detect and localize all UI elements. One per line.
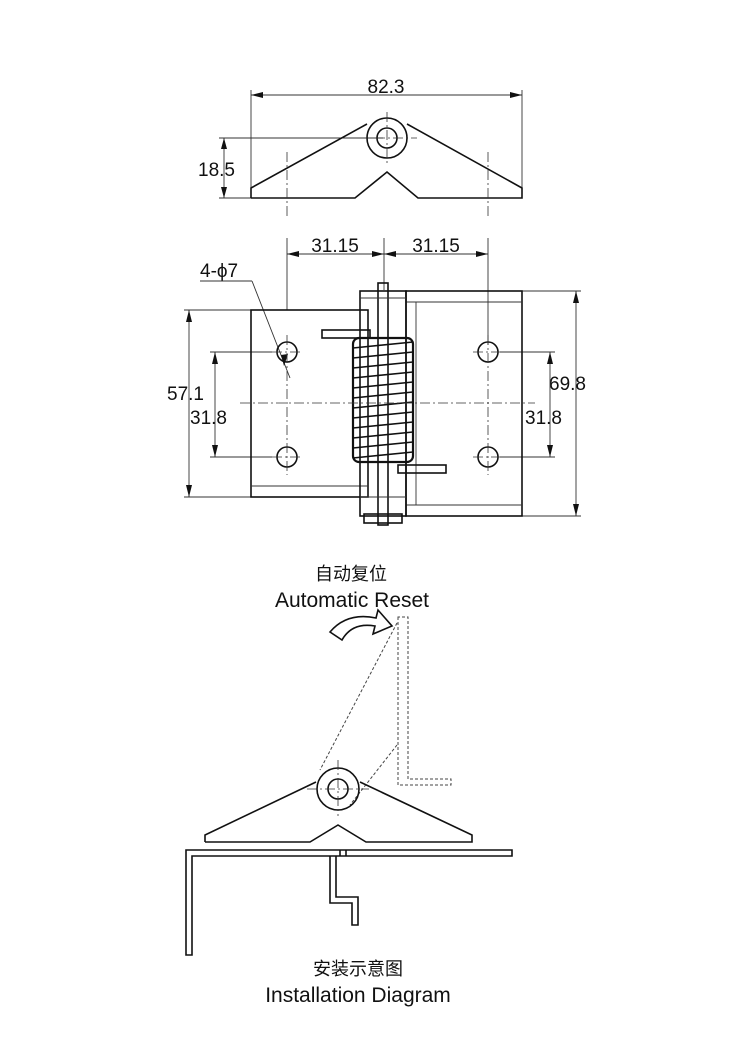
install-caption-chinese: 安装示意图 — [313, 959, 403, 980]
arrowhead — [476, 251, 488, 257]
spring-body — [351, 336, 415, 464]
front-view: 31.15 31.15 4-ϕ7 57.1 31.8 69.8 31.8 — [167, 236, 586, 526]
hole-spacing-left: 31.15 — [311, 236, 359, 257]
arrowhead — [573, 291, 579, 303]
arrowhead — [212, 352, 218, 364]
spring-tang-top — [321, 329, 371, 339]
hole-pitch-left: 31.8 — [190, 408, 227, 429]
installation-diagram — [185, 608, 513, 956]
arrowhead — [510, 92, 522, 98]
left-leaf — [250, 309, 369, 498]
arrowhead — [186, 485, 192, 497]
arrowhead — [547, 445, 553, 457]
arrowhead — [281, 354, 288, 366]
arrowhead — [221, 138, 227, 149]
top-height-dimension: 18.5 — [198, 160, 235, 181]
arrowhead — [186, 310, 192, 322]
spring-tang-bottom — [397, 464, 447, 474]
arrowhead — [221, 187, 227, 198]
hinge-profile — [204, 781, 473, 843]
hole-spacing-right: 31.15 — [412, 236, 460, 257]
spring-coils — [352, 341, 414, 459]
top-width-dimension: 82.3 — [368, 77, 405, 98]
function-caption-chinese: 自动复位 — [315, 564, 387, 585]
arrowhead — [573, 504, 579, 516]
arrowhead — [251, 92, 263, 98]
overall-height-left: 57.1 — [167, 384, 204, 405]
arrowhead — [547, 352, 553, 364]
arrowhead — [287, 251, 299, 257]
hole-pitch-right: 31.8 — [525, 408, 562, 429]
door-panel — [329, 856, 359, 926]
open-panel-dashed — [397, 616, 452, 786]
hole-callout: 4-ϕ7 — [200, 261, 238, 282]
arrowhead — [372, 251, 384, 257]
overall-height-right: 69.8 — [549, 374, 586, 395]
pin-head — [363, 513, 403, 524]
hinge-profile-outline — [250, 123, 523, 199]
right-leaf — [405, 290, 523, 517]
top-view: 82.3 18.5 — [198, 77, 523, 218]
cabinet-frame — [185, 849, 513, 956]
arrowhead — [384, 251, 396, 257]
arrowhead — [212, 445, 218, 457]
rotation-arrow-icon — [328, 608, 394, 642]
install-caption-english: Installation Diagram — [265, 984, 451, 1007]
function-caption-english: Automatic Reset — [275, 589, 429, 612]
open-leaf-dashed — [319, 622, 398, 771]
torsion-spring — [351, 336, 415, 464]
open-leaf-dashed — [349, 744, 398, 806]
